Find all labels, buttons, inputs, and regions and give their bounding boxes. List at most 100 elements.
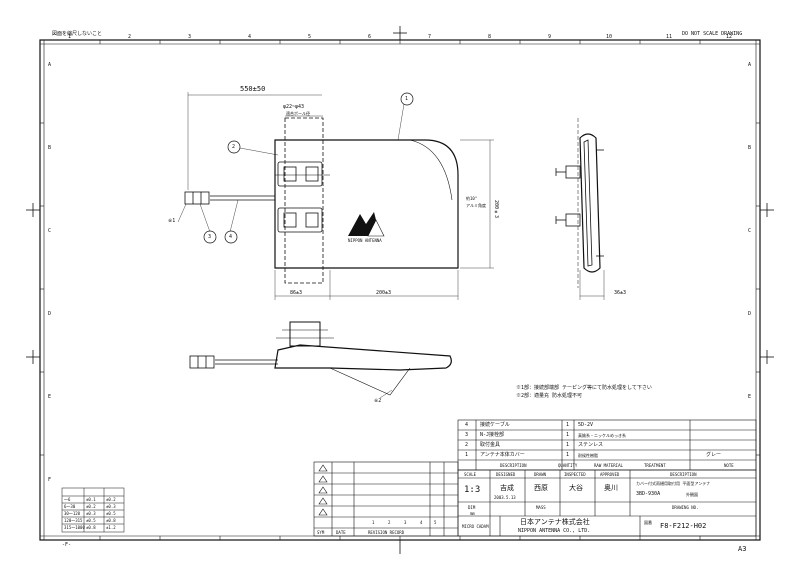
tolerance-table (61, 487, 125, 533)
unit-label: DIM (468, 505, 476, 510)
mass-label: MASS (536, 505, 546, 510)
part-3-qty: 1 (566, 432, 570, 438)
model-suffix: 外観図 (686, 492, 698, 497)
part-2-no: 2 (465, 442, 469, 448)
description-label: DESCRIPTION (670, 472, 697, 477)
do-not-scale-label: DO NOT SCALE DRAWING (682, 31, 743, 37)
rev-mark-5: 5 (434, 520, 437, 525)
drawn-label: DRAWN (534, 472, 547, 477)
nippon-antenna-logo (348, 212, 385, 237)
rev-mark-4: 4 (420, 520, 423, 525)
callout-3-label: 3 (208, 234, 212, 240)
rev-mark-3: 3 (404, 520, 407, 525)
micro-cadam-label: MICRO CADAM (462, 524, 489, 529)
approved-label: APPROVED (600, 472, 620, 477)
note-2: ※2部：適量充 防水処理不可 (516, 393, 583, 399)
company-name-en: NIPPON ANTENNA CO., LTD. (518, 528, 591, 534)
tol-range-5: 315〜1000 (64, 525, 85, 530)
drawn-name: 西原 (534, 484, 548, 492)
title-block (457, 469, 757, 537)
inspected-label: INSPECTED (564, 472, 586, 477)
designed-name: 吉成 (500, 484, 514, 492)
grid-col-4: 4 (248, 34, 252, 40)
format-label: 図番 (644, 520, 652, 525)
revision-block (313, 461, 459, 537)
grid-row-d-right: D (748, 311, 752, 317)
revision-triangles (318, 464, 328, 516)
part-2-material: ステンレス (578, 442, 604, 448)
note1-marker: ※1 (168, 218, 176, 224)
callout-2-label: 2 (232, 144, 236, 150)
tol-med-5: ±1.2 (106, 525, 116, 530)
front-view (177, 92, 494, 300)
dim-body-height: 200±3 (493, 200, 499, 219)
tol-fine-3: ±0.3 (86, 511, 96, 516)
parts-header-note: NOTE (724, 463, 734, 468)
rev-mark-2: 2 (388, 520, 391, 525)
logo-text: NIPPON ANTENNA (348, 238, 382, 243)
part-1-no: 1 (465, 452, 469, 458)
part-3-material: 真鍮系・ニッケルめっき系 (578, 433, 626, 438)
tol-med-3: ±0.5 (106, 511, 116, 516)
tol-range-2: 6〜30 (64, 504, 76, 509)
rev-mark-1: 1 (372, 520, 375, 525)
part-4-qty: 1 (566, 422, 570, 428)
dim-pipe-note: 適合ポール径 (286, 111, 310, 116)
grid-col-12: 12 (726, 34, 733, 40)
dim-mount-offset: 86±3 (290, 290, 303, 296)
callout-4-label: 4 (229, 234, 233, 240)
scale-value: 1:3 (464, 485, 481, 495)
tol-fine-5: ±0.8 (86, 525, 96, 530)
grid-row-d: D (48, 311, 52, 317)
dim-pipe-dia: φ22~φ43 (283, 104, 305, 110)
part-1-name: アンテナ本体カバー (480, 452, 525, 458)
grid-row-b-right: B (748, 145, 752, 151)
grid-col-9: 9 (548, 34, 552, 40)
dim-tilt-note: アルミ角度 (466, 203, 486, 208)
dim-body-width: 200±3 (376, 290, 392, 296)
part-1-material: 耐候性樹脂 (578, 453, 598, 458)
callout-1-label: 1 (405, 96, 409, 102)
grid-col-10: 10 (606, 34, 613, 40)
grid-col-7: 7 (428, 34, 432, 40)
part-2-name: 取付金具 (480, 442, 501, 448)
grid-row-e-right: E (748, 394, 752, 400)
grid-row-a-right: A (748, 62, 752, 68)
bottom-left-mark: -F- (62, 542, 72, 548)
part-4-material: 5D-2V (578, 422, 594, 428)
tol-range-4: 120〜315 (64, 518, 83, 523)
grid-row-c-right: C (748, 228, 752, 234)
parts-header-treatment: TREATMENT (644, 463, 666, 468)
tol-med-4: ±0.8 (106, 518, 116, 523)
grid-row-f: F (48, 477, 52, 483)
rev-sym-label: SYM (317, 530, 325, 535)
part-2-qty: 1 (566, 442, 570, 448)
approved-name: 奥川 (604, 484, 618, 492)
grid-row-e: E (48, 394, 52, 400)
part-3-no: 3 (465, 432, 469, 438)
part-1-qty: 1 (566, 452, 570, 458)
grid-col-11: 11 (666, 34, 673, 40)
dim-side-depth: 36±3 (614, 290, 627, 296)
designed-label: DESIGNED (496, 472, 516, 477)
top-view (189, 321, 452, 399)
grid-row-a: A (48, 62, 52, 68)
tol-fine-4: ±0.5 (86, 518, 96, 523)
note2-marker: ※2 (374, 398, 382, 404)
inspected-name: 大谷 (569, 484, 583, 492)
dim-tilt: 約10° (466, 196, 478, 201)
grid-col-1: 1 (68, 34, 72, 40)
model-number: 3BD-930A (636, 491, 661, 497)
grid-col-3: 3 (188, 34, 192, 40)
sheet-size: A3 (738, 545, 747, 553)
tol-fine-2: ±0.2 (86, 504, 96, 509)
grid-col-2: 2 (128, 34, 132, 40)
grid-col-8: 8 (488, 34, 492, 40)
scale-label: SCALE (464, 472, 477, 477)
date-value: 2003.5.13 (494, 495, 516, 500)
parts-header-description: DESCRIPTION (500, 463, 527, 468)
unit-value: mm (470, 511, 475, 516)
dim-overall-length: 550±50 (240, 85, 266, 93)
parts-header-material: RAW MATERIAL (594, 463, 623, 468)
tol-med-1: ±0.2 (106, 497, 116, 502)
